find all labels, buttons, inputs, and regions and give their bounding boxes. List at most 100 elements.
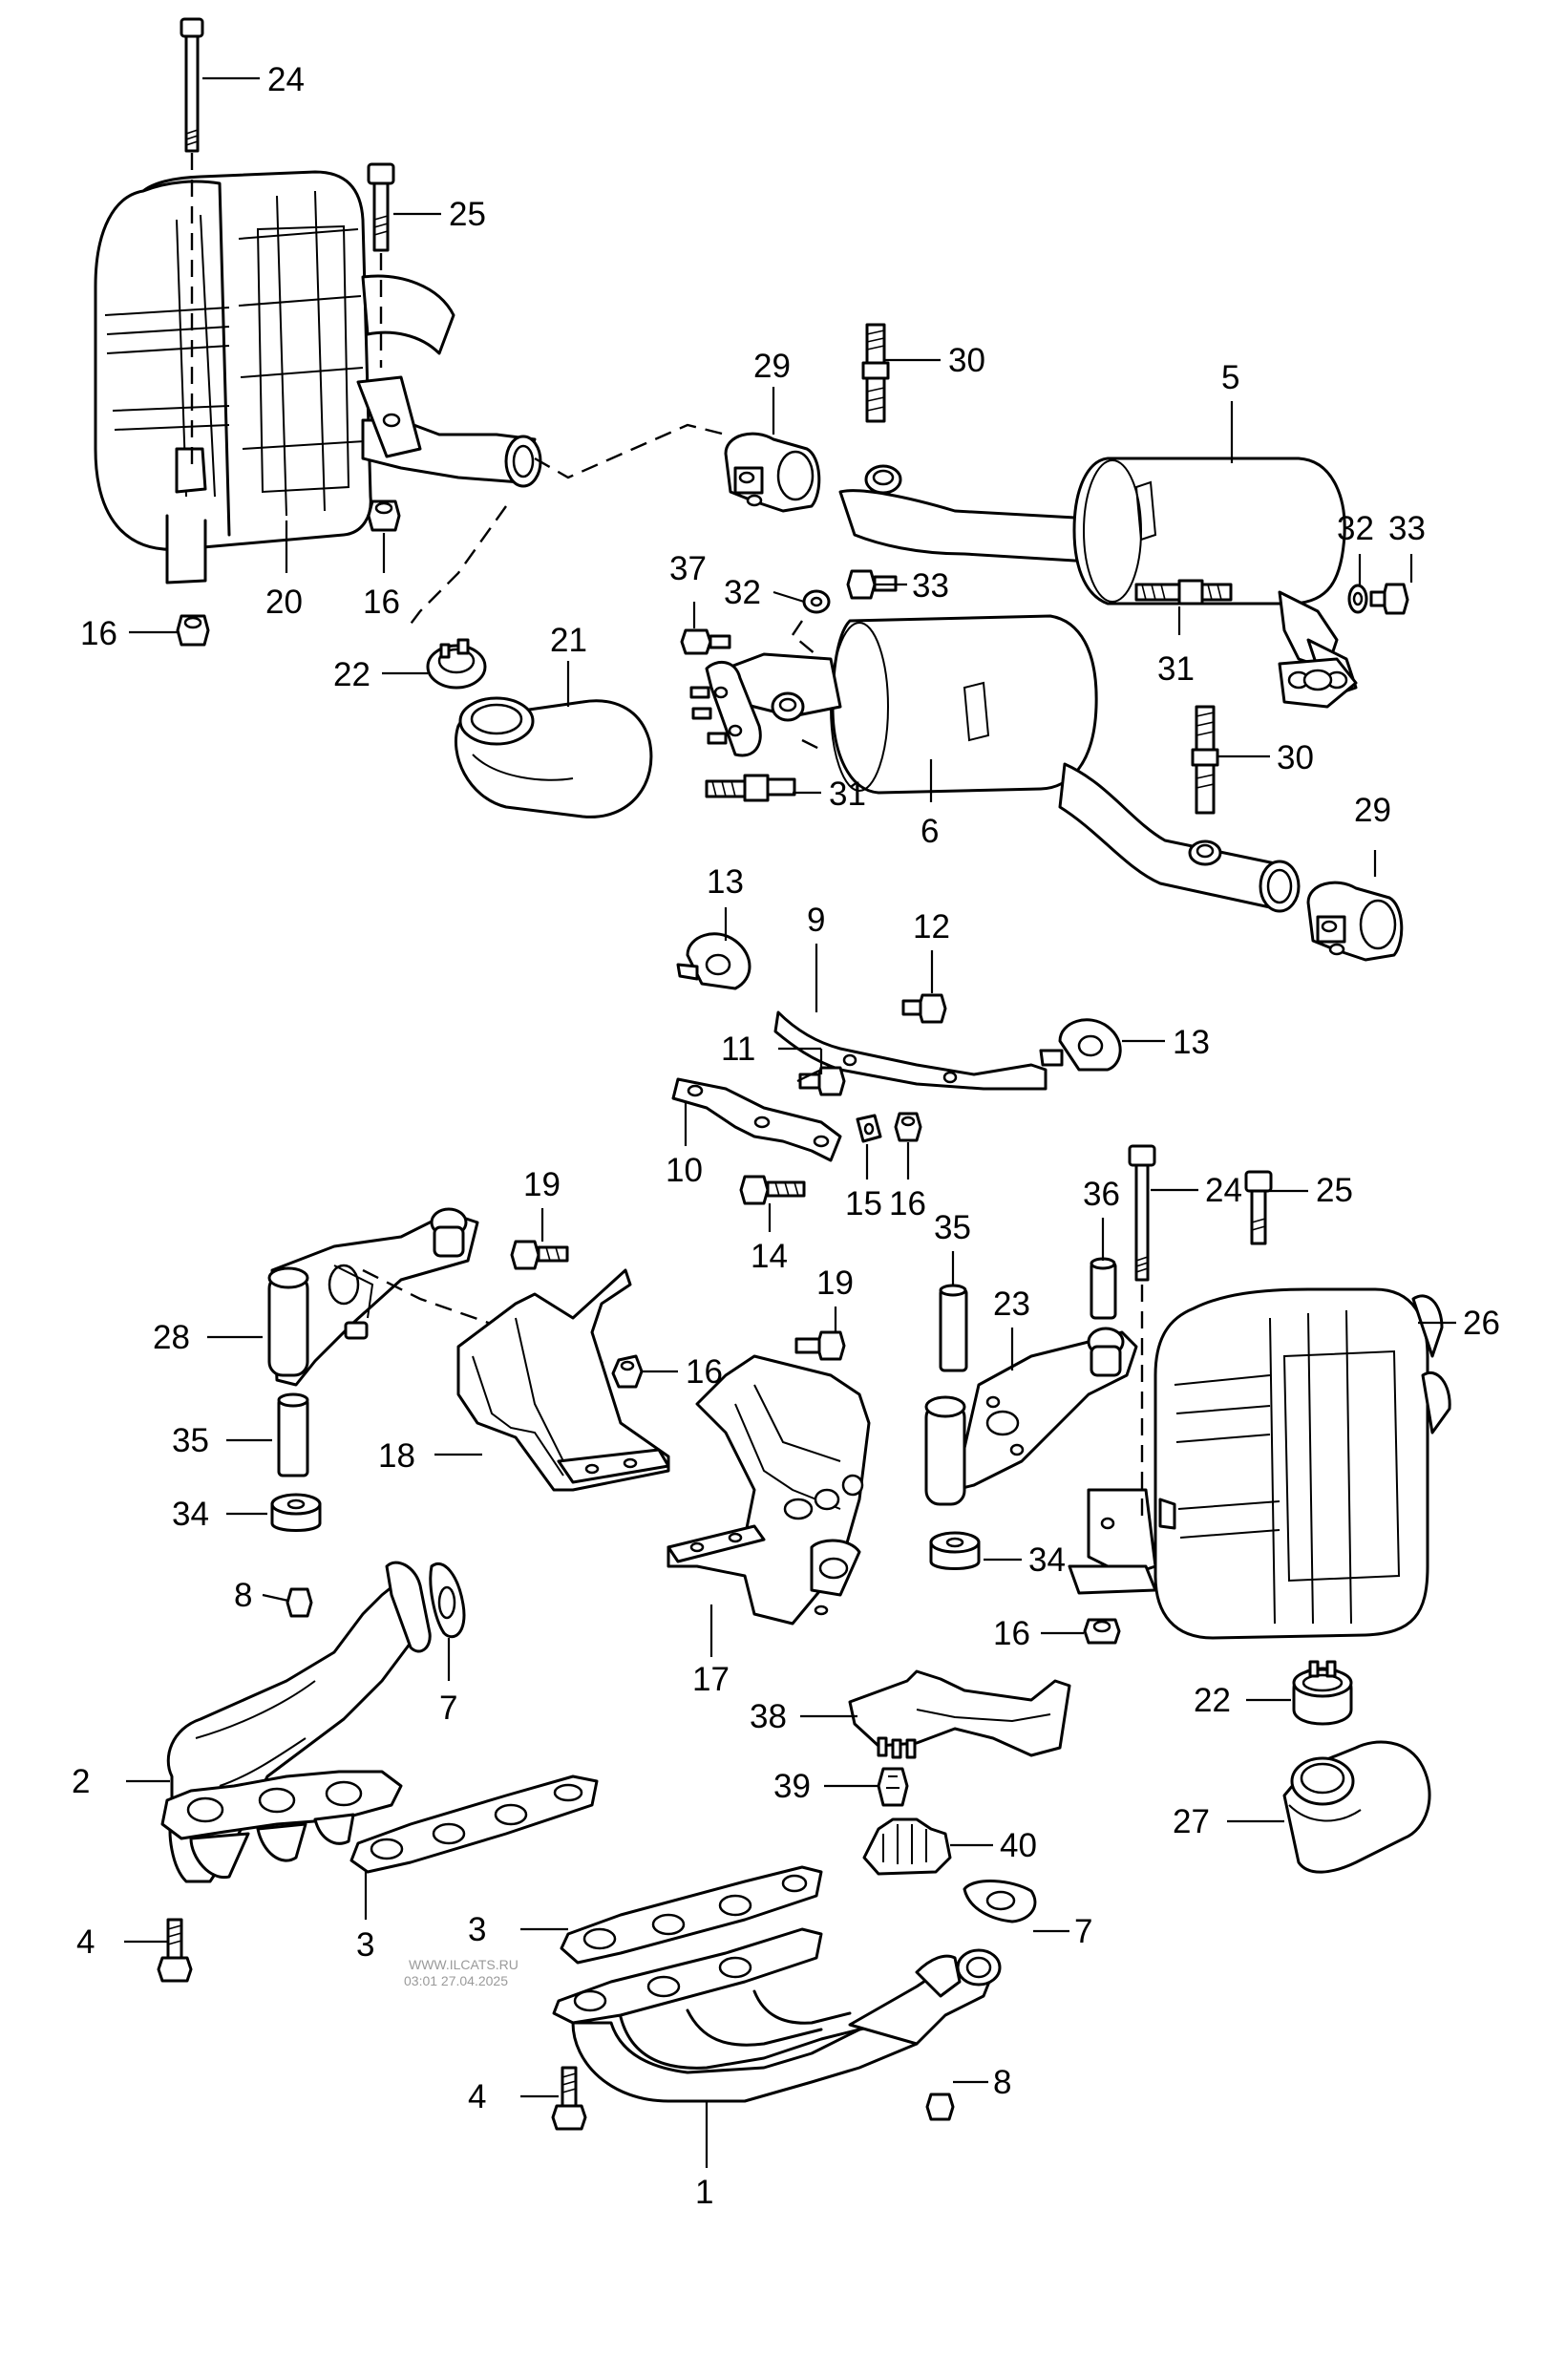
mount-part-28 bbox=[267, 1207, 479, 1387]
callout-25: 25 bbox=[1316, 1172, 1353, 1209]
bolt-part-4-left bbox=[157, 1918, 193, 1983]
stud-part-31-upper bbox=[1134, 579, 1233, 606]
callout-19: 19 bbox=[523, 1166, 561, 1203]
nut-part-16-a bbox=[367, 499, 401, 532]
bolt-part-25-lower bbox=[1244, 1170, 1273, 1245]
gasket-part-7-left bbox=[429, 1562, 466, 1639]
callout-34: 34 bbox=[1028, 1541, 1066, 1579]
callout-14: 14 bbox=[751, 1238, 788, 1275]
callout-12: 12 bbox=[913, 908, 950, 946]
callout-3: 3 bbox=[468, 1911, 486, 1948]
bushing-part-34-left bbox=[270, 1493, 322, 1532]
gasket-part-3-lower bbox=[560, 1865, 823, 1965]
nut-part-16-e bbox=[1083, 1618, 1121, 1645]
callout-16: 16 bbox=[80, 615, 117, 652]
watermark-site: WWW.ILCATS.RU bbox=[409, 1957, 519, 1972]
stud-part-30-upper bbox=[861, 323, 890, 423]
callout-20: 20 bbox=[265, 584, 303, 621]
mount-part-13-left bbox=[676, 932, 751, 990]
catalytic-converter-part-5 bbox=[838, 457, 1358, 709]
spacer-part-36 bbox=[1090, 1257, 1117, 1320]
callout-30: 30 bbox=[1277, 739, 1314, 776]
muffler-left-part-20 bbox=[94, 170, 542, 584]
callout-9: 9 bbox=[807, 902, 825, 939]
mount-part-13-right bbox=[1039, 1018, 1122, 1072]
callout-29: 29 bbox=[1354, 792, 1391, 829]
bolt-part-24-upper bbox=[180, 17, 204, 153]
callout-40: 40 bbox=[1000, 1827, 1037, 1864]
bracket-part-18 bbox=[456, 1268, 670, 1492]
clamp-part-22-upper bbox=[426, 638, 487, 690]
callout-33: 33 bbox=[1388, 510, 1426, 547]
callout-36: 36 bbox=[1083, 1176, 1120, 1213]
callout-24: 24 bbox=[267, 61, 305, 98]
callout-13: 13 bbox=[1173, 1024, 1210, 1061]
callout-3: 3 bbox=[356, 1926, 374, 1964]
callout-38: 38 bbox=[750, 1698, 787, 1735]
watermark: WWW.ILCATS.RU 03:01 27.04.2025 bbox=[404, 1957, 519, 1988]
callout-21: 21 bbox=[550, 622, 587, 659]
callout-8: 8 bbox=[234, 1577, 252, 1614]
clamp-part-22-lower bbox=[1292, 1660, 1353, 1726]
tailpipe-part-21 bbox=[454, 696, 653, 818]
callout-2: 2 bbox=[72, 1763, 90, 1800]
callout-32: 32 bbox=[724, 574, 761, 611]
clip-part-39 bbox=[877, 1767, 909, 1807]
muffler-right-part-26 bbox=[1068, 1287, 1451, 1640]
callout-34: 34 bbox=[172, 1496, 209, 1533]
callout-6: 6 bbox=[921, 813, 939, 850]
callout-22: 22 bbox=[333, 656, 370, 693]
stud-part-30-lower bbox=[1191, 705, 1219, 815]
nut-part-8-left bbox=[286, 1587, 313, 1618]
callout-19: 19 bbox=[816, 1264, 854, 1302]
callout-16: 16 bbox=[889, 1185, 926, 1222]
nut-part-16-c bbox=[894, 1112, 922, 1142]
holder-part-40 bbox=[862, 1817, 952, 1876]
callout-31: 31 bbox=[829, 776, 866, 813]
bolt-part-33-upper bbox=[1369, 583, 1409, 615]
callout-29: 29 bbox=[753, 348, 791, 385]
manifold-part-1 bbox=[552, 1927, 1002, 2103]
callout-18: 18 bbox=[378, 1437, 415, 1475]
callout-39: 39 bbox=[773, 1768, 811, 1805]
callout-7: 7 bbox=[439, 1689, 457, 1727]
callout-1: 1 bbox=[695, 2174, 713, 2211]
spacer-part-35-right bbox=[939, 1284, 968, 1372]
washer-part-32-upper bbox=[1347, 584, 1368, 614]
callout-23: 23 bbox=[993, 1286, 1030, 1323]
clamp-part-29-lower bbox=[1306, 881, 1404, 962]
bolt-part-19-center bbox=[794, 1330, 846, 1361]
callout-24: 24 bbox=[1205, 1172, 1242, 1209]
bracket-part-10 bbox=[671, 1077, 842, 1162]
callout-26: 26 bbox=[1463, 1305, 1500, 1342]
bolt-part-33-middle bbox=[846, 569, 898, 600]
callout-27: 27 bbox=[1173, 1803, 1210, 1840]
callout-25: 25 bbox=[449, 196, 486, 233]
spacer-part-35-left bbox=[277, 1392, 309, 1477]
callout-22: 22 bbox=[1194, 1682, 1231, 1719]
watermark-timestamp: 03:01 27.04.2025 bbox=[404, 1973, 508, 1988]
callout-4: 4 bbox=[76, 1923, 95, 1961]
callout-35: 35 bbox=[934, 1209, 971, 1246]
callout-13: 13 bbox=[707, 863, 744, 901]
callout-8: 8 bbox=[993, 2064, 1011, 2101]
callout-16: 16 bbox=[686, 1353, 723, 1391]
bolt-part-4-lower bbox=[551, 2066, 587, 2131]
tailpipe-part-27 bbox=[1282, 1740, 1431, 1874]
callout-33: 33 bbox=[912, 567, 949, 605]
heat-shield-part-38 bbox=[848, 1669, 1071, 1759]
bolt-part-14 bbox=[739, 1175, 806, 1205]
bolt-part-19-left bbox=[510, 1240, 569, 1270]
leader-lines bbox=[124, 76, 1456, 2168]
washer-part-32-middle bbox=[802, 589, 831, 614]
washer-part-15 bbox=[856, 1114, 882, 1143]
callout-11: 11 bbox=[721, 1031, 755, 1068]
callout-15: 15 bbox=[845, 1185, 882, 1222]
manifold-part-2 bbox=[160, 1561, 432, 1883]
stud-part-31-middle bbox=[705, 774, 796, 802]
connection-line bbox=[534, 423, 727, 479]
connection-line bbox=[405, 505, 507, 631]
bolt-part-11 bbox=[798, 1066, 846, 1096]
bolt-part-25-upper bbox=[367, 162, 395, 252]
